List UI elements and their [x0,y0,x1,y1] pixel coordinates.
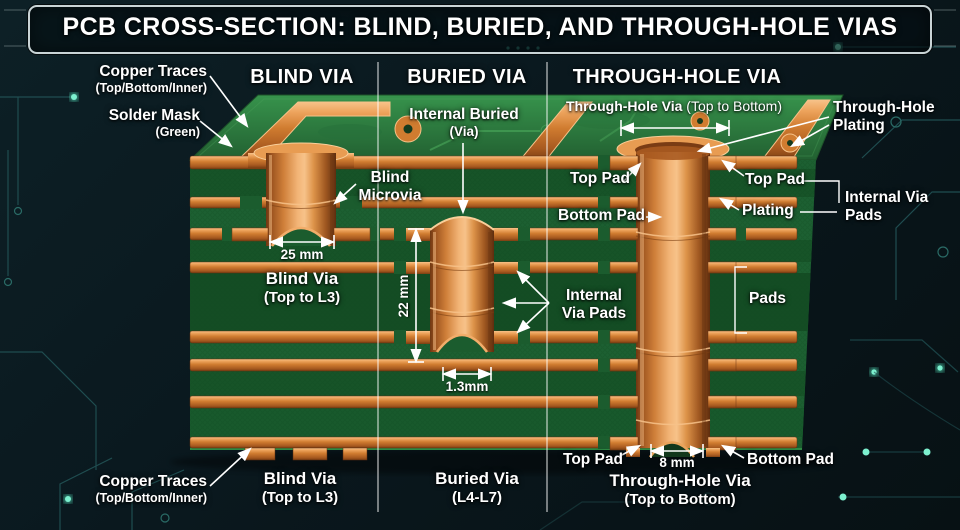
title-frame [28,5,932,54]
dimension-labels: 25 mm 22 mm 1.3mm 8 mm [281,247,695,470]
via-clearance-gaps [222,155,746,449]
callout-through-hole-plating: Through-Hole Plating [833,99,935,135]
arrow-top-pad-left [623,162,642,182]
dim-1-3mm: 1.3mm [446,379,489,394]
copper-traces-top-title: Copper Traces [99,63,207,80]
callout-blind-microvia: Blind Microvia [358,169,422,205]
dimension-through-width [649,444,705,458]
callout-internal-via-pads-right: Internal Via Pads [845,189,929,225]
callout-top-pad-left: Top Pad [570,170,630,187]
callout-top-pad-right: Top Pad [745,171,805,188]
solder-mask-sub: (Green) [155,125,200,140]
page-title: PCB CROSS-SECTION: BLIND, BURIED, AND TH… [62,13,898,41]
annotation-lines [199,75,840,487]
arrow-copper-traces-bottom [209,447,252,487]
footer-blind-via: Blind Via (Top to L3) [261,469,339,507]
callout-bottom-pad-bottom: Bottom Pad [747,451,834,468]
callout-internal-buried: Internal Buried (Via) [409,106,519,140]
callout-copper-traces-top: Copper Traces (Top/Bottom/Inner) [95,63,207,96]
callout-pads-right: Pads [749,290,787,307]
bottom-copper-trace-bumps [244,447,368,461]
callout-internal-via-pads-mid: Internal Via Pads [561,287,627,323]
dimension-buried-height [408,227,424,364]
header-through-hole-via: THROUGH-HOLE VIA [572,66,782,88]
callout-through-hole-span: Through-Hole Via (Top to Bottom) [566,98,782,115]
bracket-pads-right [734,266,747,334]
through-hole-span-range: (Top to Bottom) [686,98,783,114]
callout-copper-traces-bottom: Copper Traces (Top/Bottom/Inner) [95,473,207,506]
dim-22mm: 22 mm [396,275,411,318]
blind-via [231,142,371,247]
dimension-through-span [619,120,731,136]
arrow-solder-mask [199,120,233,148]
through-hole-span-name: Through-Hole Via [565,98,683,114]
dimension-buried-width [441,367,493,381]
arrow-bottom-pad-bottom [720,444,745,459]
footer-buried-via: Buried Via (L4-L7) [435,469,519,507]
callout-solder-mask: Solder Mask (Green) [109,107,200,140]
arrow-plating-right [718,197,740,211]
header-blind-via: BLIND VIA [250,66,354,88]
arrows-internal-via-pads-mid [501,270,550,334]
callout-plating-right: Plating [742,202,794,219]
dim-8mm: 8 mm [659,455,694,470]
arrow-top-pad-bottom [617,444,642,458]
callout-top-pad-bottom: Top Pad [563,451,623,468]
dim-25mm: 25 mm [281,247,324,262]
footer-through-hole-via: Through-Hole Via (Top to Bottom) [609,471,751,509]
callout-bottom-pad-left: Bottom Pad [558,207,645,224]
callout-blind-via-mid: Blind Via (Top to L3) [263,269,341,307]
arrow-top-pad-right [721,159,745,177]
arrows-through-hole-plating [696,116,830,154]
copper-traces-top-sub: (Top/Bottom/Inner) [95,81,207,96]
header-buried-via: BURIED VIA [407,66,527,88]
section-dividers [377,62,548,512]
dimension-blind-width [268,235,336,249]
arrow-blind-microvia [333,183,357,205]
arrow-copper-traces-top [209,75,249,128]
bracket-internal-via-pads [800,180,840,213]
solder-mask-title: Solder Mask [108,107,200,124]
